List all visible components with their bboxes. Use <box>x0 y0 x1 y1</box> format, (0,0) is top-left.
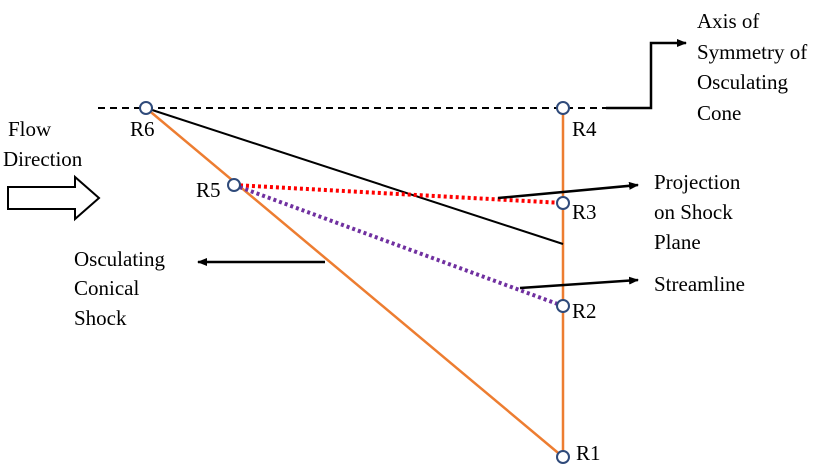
point-marker-r5 <box>227 178 241 192</box>
cone-ray-line <box>145 107 564 245</box>
flow-direction-label: Flow Direction <box>3 117 83 171</box>
streamline-line <box>233 183 564 308</box>
shock-label-line: Conical <box>74 276 139 300</box>
streamline-callout-arrow <box>519 276 639 290</box>
flow-direction-line: Flow <box>8 117 52 141</box>
axis-label-line: Cone <box>697 101 741 125</box>
axis-label-line: Symmetry of <box>697 40 807 64</box>
projection-label-line: Projection <box>654 170 741 194</box>
point-label-r4: R4 <box>572 117 597 141</box>
shock-line-r6-r1 <box>145 107 564 458</box>
point-label-r3: R3 <box>572 200 597 224</box>
osculating-conical-shock-label: Osculating Conical Shock <box>74 247 170 330</box>
axis-of-symmetry-label: Axis of Symmetry of Osculating Cone <box>697 9 813 125</box>
flow-direction-arrow <box>7 174 101 222</box>
shock-label-line: Shock <box>74 306 127 330</box>
flow-direction-line: Direction <box>3 147 83 171</box>
point-marker-r6 <box>139 101 153 115</box>
projection-label: Projection on Shock Plane <box>654 170 746 254</box>
streamline-label: Streamline <box>654 272 745 296</box>
axis-callout-arrow <box>606 39 687 110</box>
point-label-r5: R5 <box>196 178 221 202</box>
point-marker-r4 <box>556 101 570 115</box>
point-label-r6: R6 <box>130 117 155 141</box>
point-label-r1: R1 <box>576 441 601 465</box>
shock-label-line: Osculating <box>74 247 165 271</box>
point-marker-r2 <box>556 299 570 313</box>
point-label-r2: R2 <box>572 299 597 323</box>
point-marker-r1 <box>556 450 570 464</box>
axis-label-line: Osculating <box>697 70 788 94</box>
projection-line <box>233 183 564 205</box>
projection-label-line: on Shock <box>654 200 733 224</box>
projection-callout-arrow <box>497 181 639 200</box>
axis-label-line: Axis of <box>697 9 759 33</box>
projection-label-line: Plane <box>654 230 701 254</box>
point-marker-r3 <box>556 196 570 210</box>
